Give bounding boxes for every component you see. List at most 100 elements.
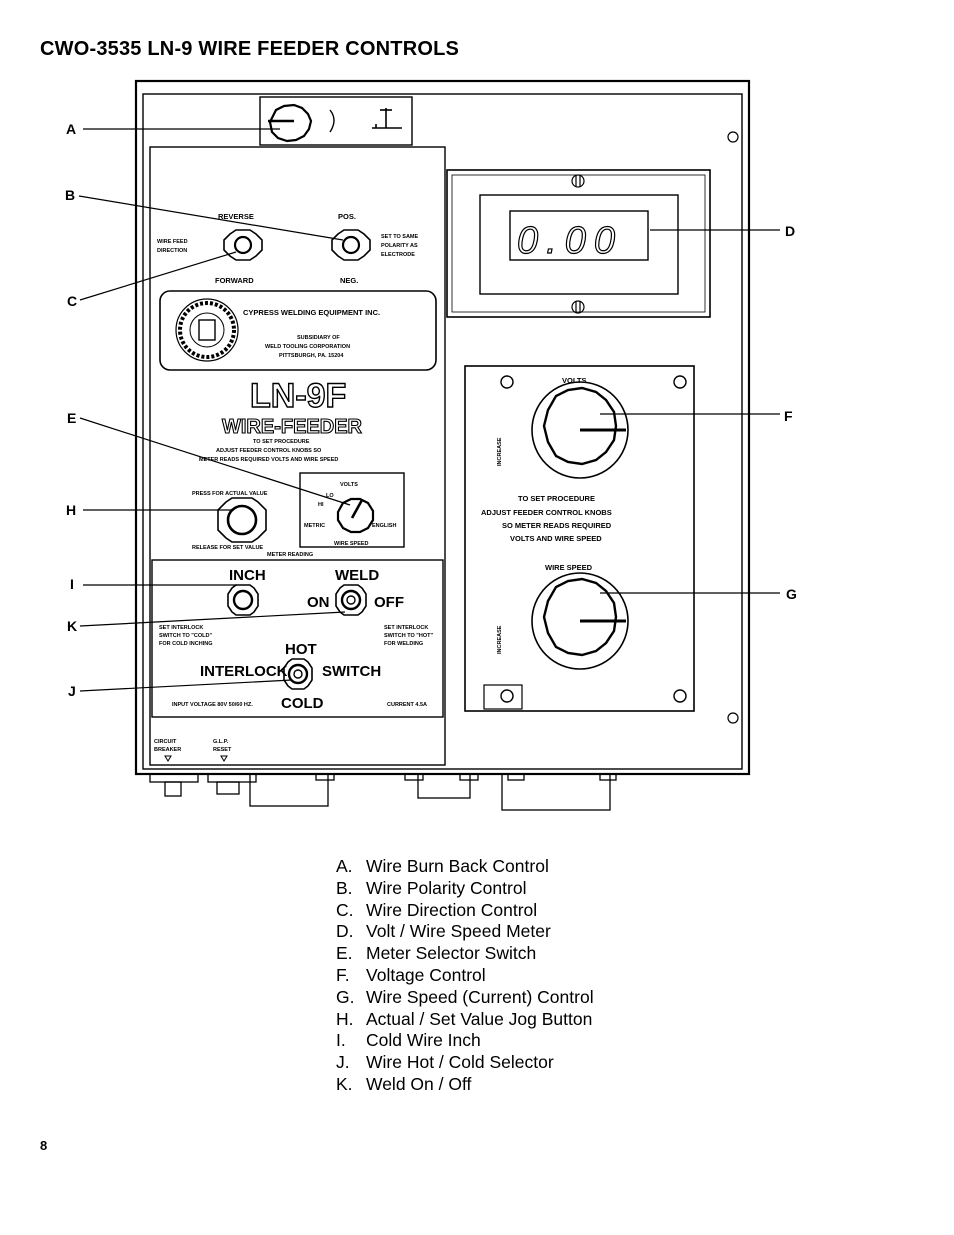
wire-speed-control-knob[interactable] [531,572,629,670]
legend-key: G. [336,986,355,1007]
inch-label: INCH [229,567,266,584]
callout-i: I [70,576,74,592]
callout-j: J [68,683,76,699]
subsidiary-line-3: PITTSBURGH, PA. 15204 [279,353,344,359]
legend-key: J. [336,1052,350,1073]
left-panel [149,146,446,766]
direction-label: DIRECTION [157,248,187,254]
hot-label: HOT [285,641,317,658]
legend-key: H. [336,1008,354,1029]
panel-screw [673,689,687,703]
legend-text: Wire Direction Control [366,899,538,920]
meter-selector-knob[interactable] [336,497,375,534]
procedure-line-2: ADJUST FEEDER CONTROL KNOBS SO [216,448,322,454]
legend-item: F. Voltage Control [336,965,594,987]
interlock-switch[interactable] [283,658,313,690]
right-panel [464,365,695,712]
control-panel-diagram: REVERSE POS. WIRE FEED DIRECTION SET TO … [65,79,797,811]
weld-label: WELD [335,567,379,584]
callout-c: C [67,293,77,309]
right-procedure-4: VOLTS AND WIRE SPEED [510,534,602,543]
polarity-switch[interactable] [331,229,371,261]
burnback-plate [259,96,413,146]
legend-key: A. [336,856,353,876]
subsidiary-line-1: SUBSIDIARY OF [297,335,340,341]
forward-label: FORWARD [215,276,254,285]
weld-on-off-switch[interactable] [335,584,367,616]
press-actual-label: PRESS FOR ACTUAL VALUE [192,491,268,497]
jog-button[interactable] [217,497,267,543]
selector-volts-label: VOLTS [340,482,358,488]
reset-arrow-icon [220,755,228,762]
callout-h: H [66,502,76,518]
electrode-symbol-icon [372,108,402,129]
callout-g: G [786,586,797,602]
set-cold-line-3: FOR COLD INCHING [159,641,212,647]
mount-hole [727,712,739,724]
callout-f: F [784,408,793,424]
legend-text: Wire Speed (Current) Control [366,986,594,1007]
bottom-connectors [149,773,617,811]
circuit-label: CIRCUIT [154,739,177,745]
glp-label: G.L.P. [213,739,229,745]
right-procedure-1: TO SET PROCEDURE [518,494,595,503]
legend-text: Actual / Set Value Jog Button [366,1008,593,1029]
set-cold-line-2: SWITCH TO "COLD" [159,633,212,639]
legend-key: D. [336,921,354,942]
voltage-control-knob[interactable] [531,381,629,479]
company-name: CYPRESS WELDING EQUIPMENT INC. [243,308,380,317]
direction-switch[interactable] [223,229,263,261]
legend-item: B.Wire Polarity Control [336,878,594,900]
on-label: ON [307,594,330,611]
set-cold-line-1: SET INTERLOCK [159,625,203,631]
selector-hi-label: HI [318,502,324,508]
polarity-note-1: SET TO SAME [381,234,419,240]
legend-item: D. Volt / Wire Speed Meter [336,921,594,943]
legend-item: I.Cold Wire Inch [336,1030,594,1052]
legend-item: C. Wire Direction Control [336,900,594,922]
right-procedure-3: SO METER READS REQUIRED [502,521,612,530]
pos-label: POS. [338,212,356,221]
legend-item: J.Wire Hot / Cold Selector [336,1052,594,1074]
polarity-note-3: ELECTRODE [381,252,415,258]
legend-text: Voltage Control [366,964,486,985]
polarity-note-2: POLARITY AS [381,243,418,249]
meter-reading-label: METER READING [267,552,313,558]
meter-housing [446,169,711,318]
legend-key: E. [336,943,353,964]
panel-screw-bracket [483,684,523,710]
legend-key: I. [336,1030,346,1051]
reset-label: RESET [213,747,232,753]
inch-button[interactable] [227,584,259,616]
panel-screw [673,375,687,389]
subsidiary-line-2: WELD TOOLING CORPORATION [265,344,350,350]
reverse-label: REVERSE [218,212,254,221]
company-seal [175,298,239,362]
release-set-label: RELEASE FOR SET VALUE [192,545,263,551]
panel-screw [500,375,514,389]
meter-screw-icon [571,174,585,314]
legend-key: C. [336,899,354,920]
callout-d: D [785,223,795,239]
control-legend: A. Wire Burn Back Control B.Wire Polarity… [336,856,594,1096]
callout-a: A [66,121,76,137]
neg-label: NEG. [340,276,358,285]
model-title: LN-9F [250,377,346,415]
wire-speed-label: WIRE SPEED [545,563,593,572]
selector-wire-speed-label: WIRE SPEED [334,541,369,547]
callout-leaders [78,128,780,692]
meter-display [509,210,649,261]
wire-feed-label: WIRE FEED [157,239,188,245]
current-label: CURRENT 4.5A [387,702,427,708]
volts-label: VOLTS [562,376,586,385]
burnback-knob[interactable] [268,103,313,143]
burnback-arc-icon [329,109,335,133]
set-hot-line-2: SWITCH TO "HOT" [384,633,434,639]
company-nameplate [159,290,437,371]
enclosure-inner-outline [142,93,743,770]
page-title: CWO-3535 LN-9 WIRE FEEDER CONTROLS [40,38,460,60]
legend-text: Wire Burn Back Control [366,856,549,876]
legend-text: Volt / Wire Speed Meter [366,921,551,942]
legend-key: F. [336,964,350,985]
legend-item: E.Meter Selector Switch [336,943,594,965]
